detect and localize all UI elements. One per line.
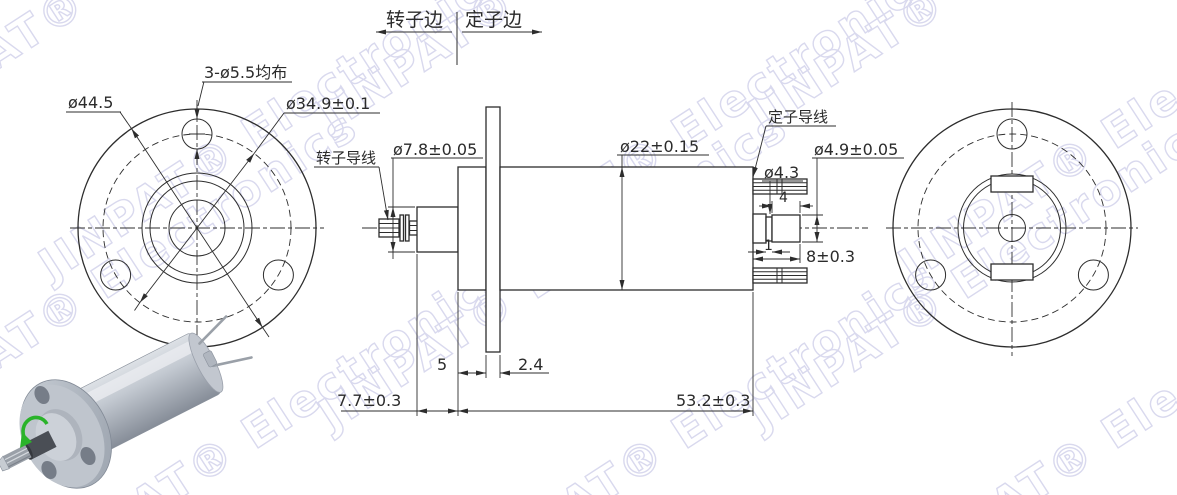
dim-body-front-offset: 5: [437, 355, 447, 374]
stator-wire: [198, 315, 228, 345]
rotor-side-label: 转子边: [386, 9, 443, 31]
body-front-section: [457, 166, 487, 291]
key-slot-top: [990, 175, 1034, 193]
flange-plate: [485, 106, 501, 353]
mount-hole-right: [262, 259, 294, 291]
front-view: ø44.5 3-ø5.5均布 ø34.9±0.1: [66, 63, 380, 356]
side-indicator: 转子边 定子边: [376, 9, 542, 65]
stator-side-label: 定子边: [465, 9, 522, 31]
flange-hole: [34, 385, 50, 405]
stator-shaft-end: [771, 214, 801, 243]
dim-stator-protrusion: 8±0.3: [806, 247, 855, 266]
dim-rotor-protrusion: 7.7±0.3: [337, 391, 401, 410]
dim-stator-shaft-length: 4: [779, 190, 788, 206]
rear-view: [886, 102, 1138, 356]
dim-stator-shaft-diameter: ø4.9±0.05: [814, 140, 898, 159]
mount-hole-top: [996, 118, 1028, 150]
stator-lead-wires-top: [752, 178, 808, 195]
dim-flange-diameter: ø44.5: [68, 93, 113, 112]
dim-flange-thickness: 2.4: [518, 355, 543, 374]
rotor-lead-wires: [378, 214, 419, 242]
dim-rotor-hub-diameter: ø7.8±0.05: [393, 140, 477, 159]
dim-stator-groove-width: 1: [764, 238, 773, 254]
center-hole: [998, 214, 1026, 242]
flange-hole: [80, 446, 96, 466]
mount-hole-left: [915, 259, 947, 291]
dim-mounting-holes: 3-ø5.5均布: [204, 63, 287, 82]
mount-hole-left: [100, 259, 132, 291]
mount-hole-right: [1077, 259, 1109, 291]
side-view: ø7.8±0.05 转子导线 ø22±0.15 定子导线 ø4.3 ø4.9±0…: [314, 106, 904, 416]
main-body: [499, 166, 754, 291]
key-slot-bottom: [990, 263, 1034, 281]
dim-bolt-circle: ø34.9±0.1: [286, 94, 370, 113]
dim-body-length: 53.2±0.3: [676, 391, 750, 410]
stator-wire: [211, 356, 253, 368]
rotation-arrow-head: [20, 432, 32, 448]
flange-hole: [41, 460, 57, 480]
product-3d-render: [0, 315, 253, 489]
stator-leads-label: 定子导线: [768, 108, 828, 126]
rotor-wire-bundle: [2, 444, 32, 469]
stator-lead-wires-bottom: [752, 267, 808, 284]
rotor-leads-label: 转子导线: [316, 149, 376, 167]
dim-body-diameter: ø22±0.15: [620, 137, 699, 156]
rotor-hub: [416, 206, 459, 253]
dim-stator-groove-diameter: ø4.3: [764, 163, 799, 182]
